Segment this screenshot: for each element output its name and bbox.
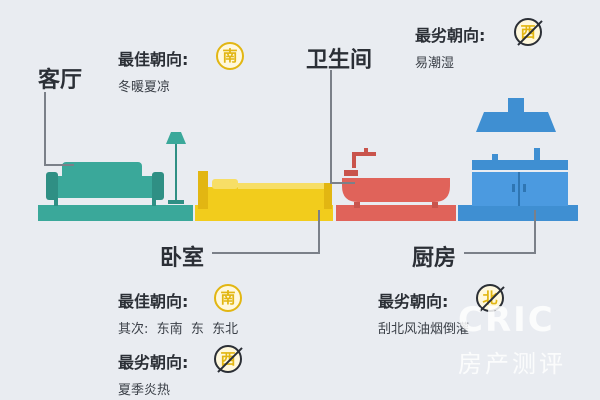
cric-watermark-brand: CRIC [458, 300, 555, 340]
bedroom-best-label: 最佳朝向: [118, 292, 189, 311]
kitchen-connector-horizontal [464, 252, 536, 254]
south-badge-icon: 南 [216, 42, 244, 70]
kitchen-floor [458, 205, 578, 221]
sofa-and-lamp-illustration [46, 132, 186, 206]
bathroom-connector-vertical [330, 70, 332, 182]
kitchen-connector-vertical [534, 210, 536, 252]
living-room-floor [38, 205, 193, 221]
west-forbidden-badge-icon: 西 [214, 345, 243, 373]
north-forbidden-badge-icon: 北 [476, 284, 505, 312]
living-connector-vertical [44, 92, 46, 164]
bedroom-connector-vertical [318, 210, 320, 253]
kitchen-note: 刮北风油烟倒灌 [378, 322, 470, 337]
bedroom-worst-note: 夏季炎热 [118, 383, 171, 398]
bed-illustration [198, 171, 332, 209]
bathtub-illustration [342, 148, 450, 208]
south-badge-icon: 南 [214, 284, 242, 312]
living-best-label: 最佳朝向: [118, 50, 189, 69]
bathroom-worst-label: 最劣朝向: [415, 26, 486, 45]
kitchen-worst-label: 最劣朝向: [378, 292, 449, 311]
bathroom-title: 卫生间 [306, 48, 373, 73]
bedroom-second-choice: 其次: 东南 东 东北 [118, 322, 239, 337]
cric-watermark-text: 房产测评 [458, 350, 566, 378]
kitchen-illustration [472, 98, 568, 206]
bedroom-connector-horizontal [212, 252, 320, 254]
living-room-title: 客厅 [38, 68, 83, 93]
west-forbidden-badge-icon: 西 [514, 18, 543, 46]
bedroom-worst-label: 最劣朝向: [118, 353, 189, 372]
bathroom-note: 易潮湿 [415, 56, 455, 71]
kitchen-title: 厨房 [412, 246, 457, 271]
bathroom-floor [336, 205, 456, 221]
living-connector-horizontal [44, 164, 74, 166]
bathroom-connector-horizontal [330, 182, 355, 184]
bedroom-title: 卧室 [160, 246, 205, 271]
living-note: 冬暖夏凉 [118, 80, 171, 95]
bedroom-floor [195, 205, 333, 221]
